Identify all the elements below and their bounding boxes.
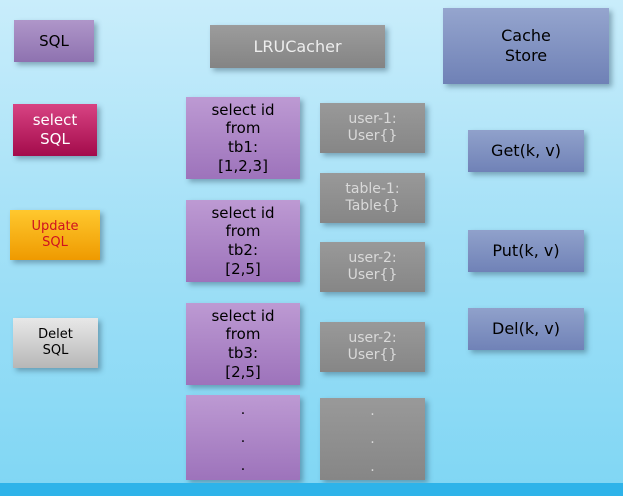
put-operation-box: Put(k, v) — [468, 230, 584, 272]
cache-ellipsis-box: . . . — [320, 398, 425, 480]
bottom-edge-strip — [0, 483, 623, 496]
cache-entry-user-2b: user-2: User{} — [320, 322, 425, 372]
query-ellipsis-box: . . . — [186, 395, 300, 480]
lru-cacher-box: LRUCacher — [210, 25, 385, 68]
cache-entry-user-2a: user-2: User{} — [320, 242, 425, 292]
cache-entry-user-1: user-1: User{} — [320, 103, 425, 153]
cache-entry-table-1: table-1: Table{} — [320, 173, 425, 223]
select-sql-box: select SQL — [13, 104, 97, 156]
cache-store-box: Cache Store — [443, 8, 609, 84]
query-box-tb3: select id from tb3: [2,5] — [186, 303, 300, 385]
query-box-tb2: select id from tb2: [2,5] — [186, 200, 300, 282]
get-operation-box: Get(k, v) — [468, 130, 584, 172]
query-box-tb1: select id from tb1: [1,2,3] — [186, 97, 300, 179]
delete-sql-box: Delet SQL — [13, 318, 98, 368]
del-operation-box: Del(k, v) — [468, 308, 584, 350]
update-sql-box: Update SQL — [10, 210, 100, 260]
sql-box: SQL — [14, 20, 94, 62]
